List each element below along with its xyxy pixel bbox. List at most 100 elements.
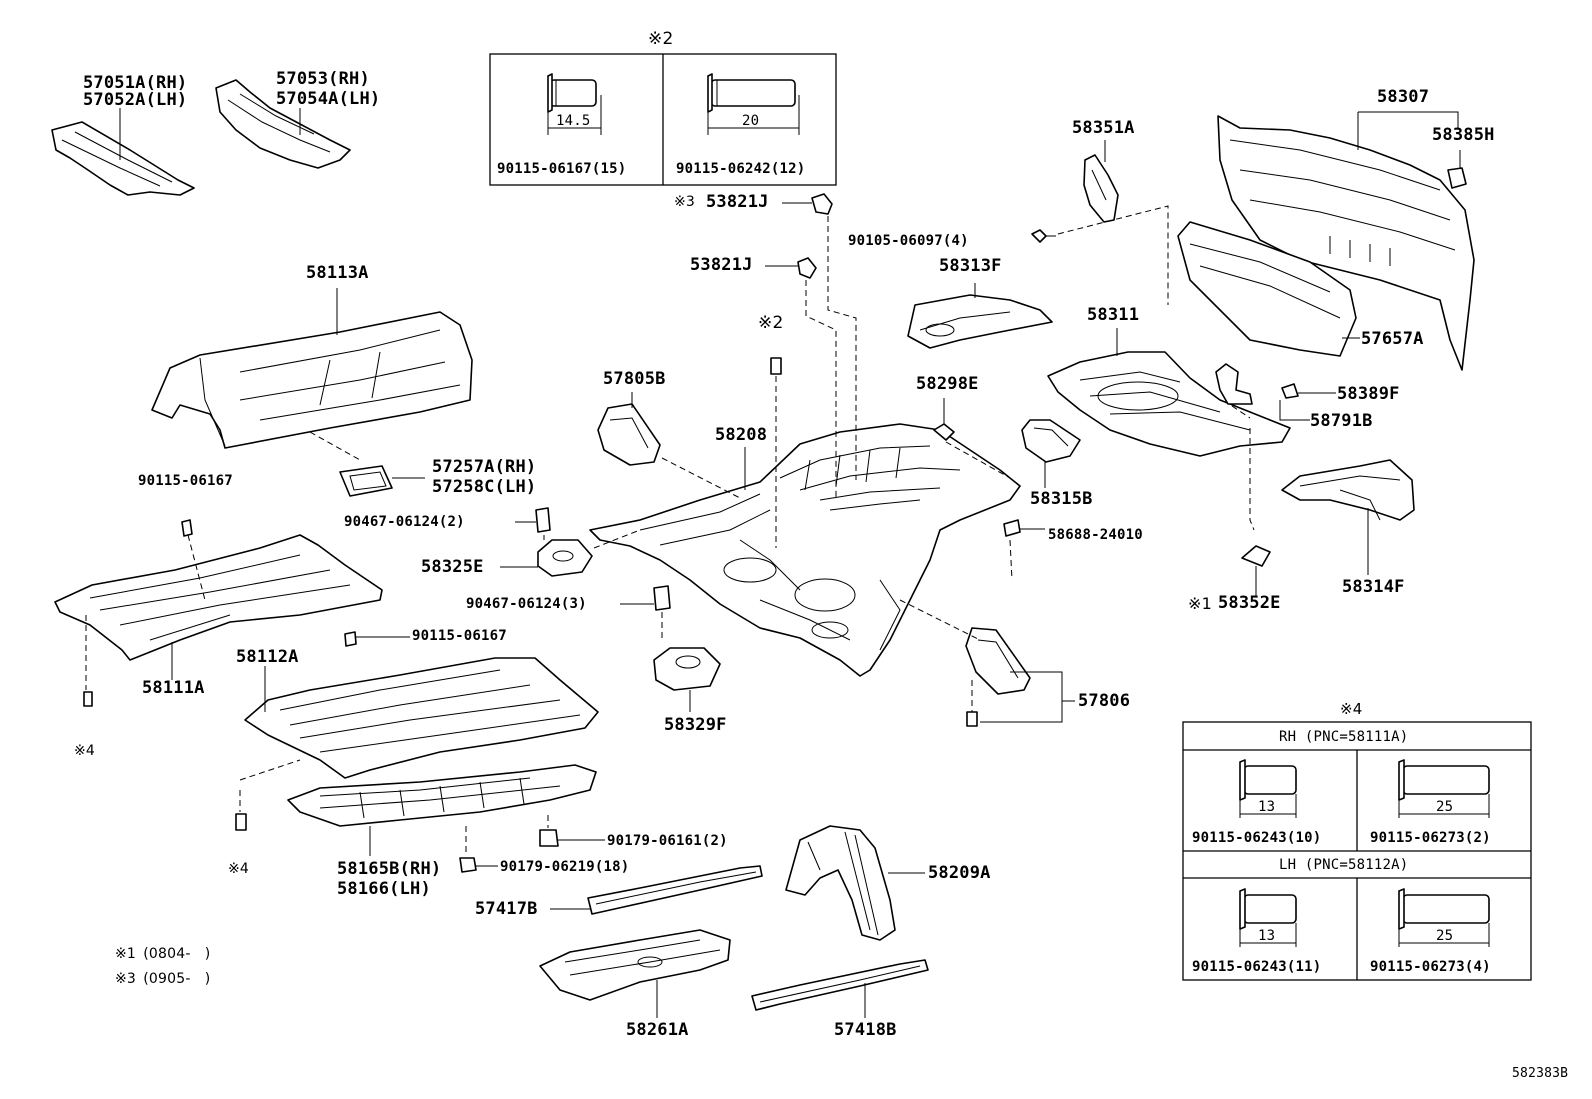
inset-lh-header: LH (PNC=58112A) [1279,857,1409,873]
mark-4-lower: ※4 [228,861,250,877]
label-57052a: 57052A(LH) [83,90,188,110]
label-57805b: 57805B [603,369,666,389]
inset-lh-left-part: 90115-06243(11) [1192,959,1322,975]
bracket-58791b-drawing [1215,363,1310,421]
inset-rh-right-dim: 25 [1436,799,1454,815]
panel-58314f-drawing [1281,459,1415,575]
label-58325e: 58325E [421,557,484,577]
label-58208: 58208 [715,425,768,445]
mark-3: ※3 [674,194,696,210]
label-58112a: 58112A [236,647,299,667]
bracket-57257a-drawing [339,465,425,497]
label-58315b: 58315B [1030,489,1093,509]
bolt-25-rh-icon [1398,759,1490,818]
inset-rh-right-part: 90115-06273(2) [1370,830,1491,846]
label-58113a: 58113A [306,263,369,283]
inset-lh-left-dim: 13 [1258,928,1276,944]
inset-top-left-dim: 14.5 [556,113,591,129]
label-58298e: 58298E [916,374,979,394]
label-57418b: 57418B [834,1020,897,1040]
inset-top-left-part: 90115-06167(15) [497,161,627,177]
inset-top-right-part: 90115-06242(12) [676,161,806,177]
inset-top-right-dim: 20 [742,113,760,129]
label-57258c: 57258C(LH) [432,477,537,497]
rocker-57418b-drawing [751,959,929,1018]
label-57657a: 57657A [1361,329,1424,349]
label-58166: 58166(LH) [337,879,431,899]
label-58385h: 58385H [1432,125,1495,145]
inset-lh-right-part: 90115-06273(4) [1370,959,1491,975]
floor-tunnel-58113a-drawing [151,288,473,461]
bracket-58352e-drawing [1241,545,1271,596]
bolt-13-lh-icon [1239,888,1297,947]
label-58351a: 58351A [1072,118,1135,138]
label-90467-06124-3: 90467-06124(3) [466,596,587,612]
diagram-code: 582383B [1512,1066,1569,1081]
panel-58313f-drawing [907,283,1053,349]
fastener-inset-top [489,53,837,186]
clip-53821j-upper-drawing [782,193,857,480]
rear-floor-58311-drawing [1047,328,1291,531]
label-90105-06097: 90105-06097(4) [848,233,969,249]
front-floor-58112a-drawing [235,631,599,831]
inset-rh-header: RH (PNC=58111A) [1279,729,1409,745]
label-57053: 57053(RH) [276,69,370,89]
bracket-58351a-drawing [1031,140,1169,305]
plug-58688-drawing [1003,519,1045,581]
plug-58385h-drawing [1447,150,1467,189]
mount-58329f-drawing [620,585,721,712]
front-rail-57053-drawing [215,79,351,169]
bolt-20-icon [707,73,800,135]
label-90115-06167-lower: 90115-06167 [412,628,507,644]
inset-rh-left-dim: 13 [1258,799,1276,815]
label-90179-06219: 90179-06219(18) [500,859,630,875]
clip-58389f-drawing [1281,383,1336,399]
label-57806: 57806 [1078,691,1131,711]
label-57257a: 57257A(RH) [432,457,537,477]
mount-58325e-drawing [500,507,641,577]
label-58311: 58311 [1087,305,1140,325]
fastener-inset-bottom [1182,721,1532,981]
bolt-mark2-drawing [770,357,782,548]
inset-top-mark: ※2 [648,29,674,49]
under-cover-58165b-drawing [287,764,605,873]
label-90467-06124-2: 90467-06124(2) [344,514,465,530]
front-floor-58111a-drawing [54,519,383,707]
inset-bottom-mark: ※4 [1340,700,1363,718]
inset-rh-left-part: 90115-06243(10) [1192,830,1322,846]
label-90179-06161: 90179-06161(2) [607,833,728,849]
bracket-58298e-drawing [933,398,1011,479]
label-53821j-upper: 53821J [706,192,769,212]
seat-crossmember-58209a-drawing [785,825,925,941]
label-58111a: 58111A [142,678,205,698]
clip-53821j-lower-drawing [765,257,837,500]
mark-4-left: ※4 [74,743,96,759]
bolt-25-lh-icon [1398,888,1490,947]
label-58389f: 58389F [1337,384,1400,404]
label-58791b: 58791B [1310,411,1373,431]
rocker-57417b-drawing [550,865,763,915]
label-58165b: 58165B(RH) [337,859,442,879]
front-rail-57051a-drawing [51,108,195,196]
label-58261a: 58261A [626,1020,689,1040]
rear-floor-side-58261a-drawing [539,929,731,1018]
label-58313f: 58313F [939,256,1002,276]
bolt-13-rh-icon [1239,759,1297,818]
rear-floor-pan-58208-drawing [589,423,1021,677]
back-panel-58307-drawing [1217,111,1475,371]
label-53821j-lower: 53821J [690,255,753,275]
bolt-14-5-icon [547,73,602,135]
label-57417b: 57417B [475,899,538,919]
label-58307: 58307 [1377,87,1430,107]
label-58688-24010: 58688-24010 [1048,527,1143,543]
bracket-57806-drawing [899,599,1075,727]
label-57051a: 57051A(RH) [83,73,188,93]
note-3: ※3 (0905- ) [115,971,211,987]
bracket-57805b-drawing [597,392,741,499]
label-57054a: 57054A(LH) [276,89,381,109]
panel-58315b-drawing [1021,419,1081,488]
label-58314f: 58314F [1342,577,1405,597]
note-1: ※1 (0804- ) [115,946,211,962]
